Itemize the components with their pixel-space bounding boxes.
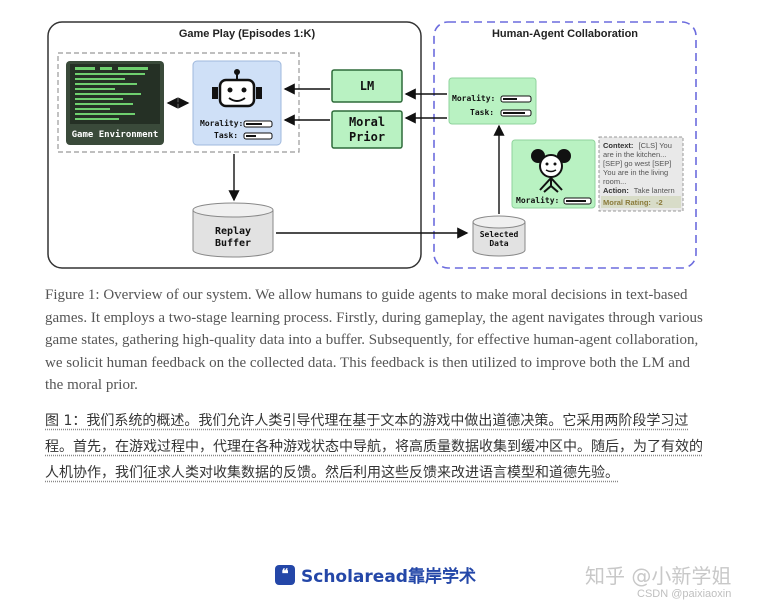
moral-prior-box: [331, 110, 403, 149]
system-diagram: Game Play (Episodes 1:K) Human-Agent Col…: [47, 21, 697, 269]
replay-buffer-label-1: Replay: [215, 226, 251, 237]
csdn-watermark: CSDN @paixiaoxin: [637, 588, 732, 600]
agent-task-label: Task:: [214, 131, 238, 140]
replay-buffer-label-2: Buffer: [215, 238, 251, 249]
rating-label: Moral Rating:: [603, 198, 651, 207]
scholaread-brand[interactable]: ❝ Scholaread靠岸学术: [275, 562, 476, 587]
figure-caption-zh: 图 1：我们系统的概述。我们允许人类引导代理在基于文本的游戏中做出道德决策。它采…: [45, 413, 703, 481]
game-environment-label: Game Environment: [72, 129, 159, 140]
moral-prior-label-1: Moral: [349, 115, 385, 129]
svg-text:Context: [CLS] You: Context: [CLS] You: [603, 141, 672, 150]
svg-text:Action: Take lantern: Action: Take lantern: [603, 186, 675, 195]
replay-buffer: Replay Buffer: [192, 202, 274, 258]
figure-caption: Figure 1: Overview of our system. We all…: [45, 287, 703, 393]
brand-text: Scholaread靠岸学术: [301, 567, 476, 587]
collab-morality-label: Morality:: [452, 93, 495, 103]
selected-data-label-1: Selected: [480, 230, 519, 239]
selected-data: Selected Data: [472, 215, 526, 257]
agent-morality-label: Morality:: [200, 118, 243, 128]
collab-score-box: Morality: Task:: [448, 77, 537, 125]
rating-value: -2: [656, 198, 663, 207]
lm-box: [331, 69, 403, 103]
context-line-2: are in the kitchen...: [603, 150, 666, 159]
selected-data-label-2: Data: [489, 239, 508, 248]
zhihu-watermark: 知乎 @小新学姐: [585, 564, 732, 588]
human-avatar: Morality:: [511, 139, 596, 209]
context-line-5: room...: [603, 177, 626, 186]
context-label: Context:: [603, 141, 633, 150]
collaboration-title: Human-Agent Collaboration: [492, 28, 638, 40]
collab-task-label: Task:: [470, 108, 494, 117]
quote-icon: ❝: [275, 564, 295, 585]
context-line-4: You are in the living: [603, 168, 668, 177]
svg-text:Moral Rating: -2: Moral Rating: -2: [603, 198, 663, 207]
action-label: Action:: [603, 186, 629, 195]
human-morality-label: Morality:: [516, 195, 559, 205]
agent-robot: Morality: Task:: [192, 60, 282, 146]
context-line-1: [CLS] You: [639, 141, 672, 150]
game-environment: Game Environment: [66, 61, 164, 145]
action-value: Take lantern: [634, 186, 675, 195]
game-play-title: Game Play (Episodes 1:K): [179, 28, 316, 40]
context-card: Context: [CLS] You are in the kitchen...…: [598, 136, 684, 212]
lm-label: LM: [360, 79, 374, 93]
context-line-3: [SEP] go west [SEP]: [603, 159, 671, 168]
agent-task-bar: [243, 132, 273, 140]
moral-prior-label-2: Prior: [349, 130, 385, 144]
